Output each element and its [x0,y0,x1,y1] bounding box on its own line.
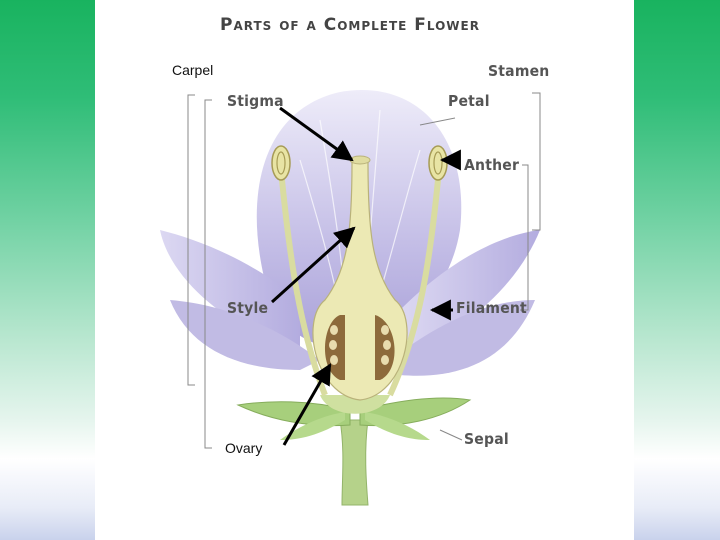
label-petal: Petal [448,94,490,111]
label-stigma: Stigma [227,94,284,111]
label-stamen: Stamen [488,64,549,81]
annotation-ovary: Ovary [225,440,262,456]
label-sepal: Sepal [464,432,509,449]
annotation-carpel: Carpel [172,62,213,78]
stem [340,420,368,505]
label-anther: Anther [464,158,519,175]
stigma [350,156,370,164]
anther-left [272,146,290,180]
anther-right [429,146,447,180]
label-style: Style [227,301,268,318]
diagram-title: Parts of a Complete Flower [220,15,480,35]
stamen-bracket [532,93,540,230]
label-filament: Filament [456,301,527,318]
